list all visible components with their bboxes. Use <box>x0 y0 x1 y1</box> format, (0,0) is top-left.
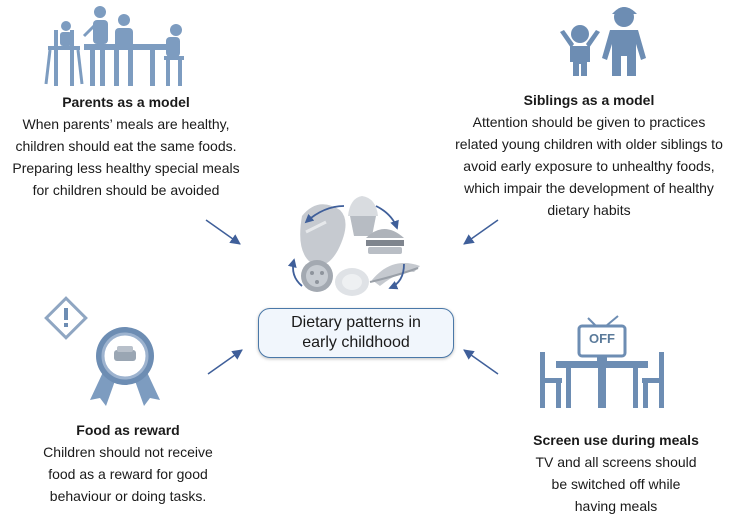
siblings-title: Siblings as a model <box>523 92 655 108</box>
parents-line: When parents’ meals are healthy, <box>22 116 230 132</box>
parents-line: for children should be avoided <box>32 182 220 198</box>
screen-line: be switched off while <box>551 476 681 492</box>
center-topic-box: Dietary patterns in early childhood <box>258 308 454 358</box>
center-topic-line-2: early childhood <box>302 334 410 351</box>
center-topic-line-1: Dietary patterns in <box>291 314 421 331</box>
family-dinner-table-icon <box>44 6 184 86</box>
tv-dining-table-icon <box>540 315 664 408</box>
siblings-line: Attention should be given to practices <box>472 114 706 130</box>
reward-block: Food as reward Children should not recei… <box>18 419 238 507</box>
arrow-siblings-to-center <box>463 219 499 245</box>
warning-diamond-icon <box>44 296 88 340</box>
reward-title: Food as reward <box>76 422 180 438</box>
award-ribbon-icon <box>90 327 160 406</box>
siblings-line: avoid early exposure to unhealthy foods, <box>463 158 715 174</box>
siblings-block: Siblings as a model Attention should be … <box>436 89 742 221</box>
siblings-icon <box>560 7 646 76</box>
screen-line: TV and all screens should <box>535 454 697 470</box>
arrow-screen-to-center <box>463 349 499 375</box>
siblings-line: dietary habits <box>547 202 631 218</box>
reward-line: Children should not receive <box>43 444 213 460</box>
screen-block: Screen use during meals TV and all scree… <box>496 429 736 517</box>
food-cycle-icon <box>287 196 420 296</box>
reward-line: behaviour or doing tasks. <box>49 488 207 504</box>
tv-off-label: OFF <box>589 331 615 346</box>
siblings-line: which impair the development of healthy <box>464 180 714 196</box>
arrow-reward-to-center <box>207 349 243 375</box>
parents-line: Preparing less healthy special meals <box>12 160 240 176</box>
screen-title: Screen use during meals <box>533 432 699 448</box>
screen-line: having meals <box>574 498 658 514</box>
parents-line: children should eat the same foods. <box>15 138 237 154</box>
parents-block: Parents as a model When parents’ meals a… <box>6 91 246 201</box>
reward-line: food as a reward for good <box>48 466 208 482</box>
parents-title: Parents as a model <box>62 94 190 110</box>
siblings-line: related young children with older siblin… <box>455 136 723 152</box>
arrow-parents-to-center <box>205 219 241 245</box>
